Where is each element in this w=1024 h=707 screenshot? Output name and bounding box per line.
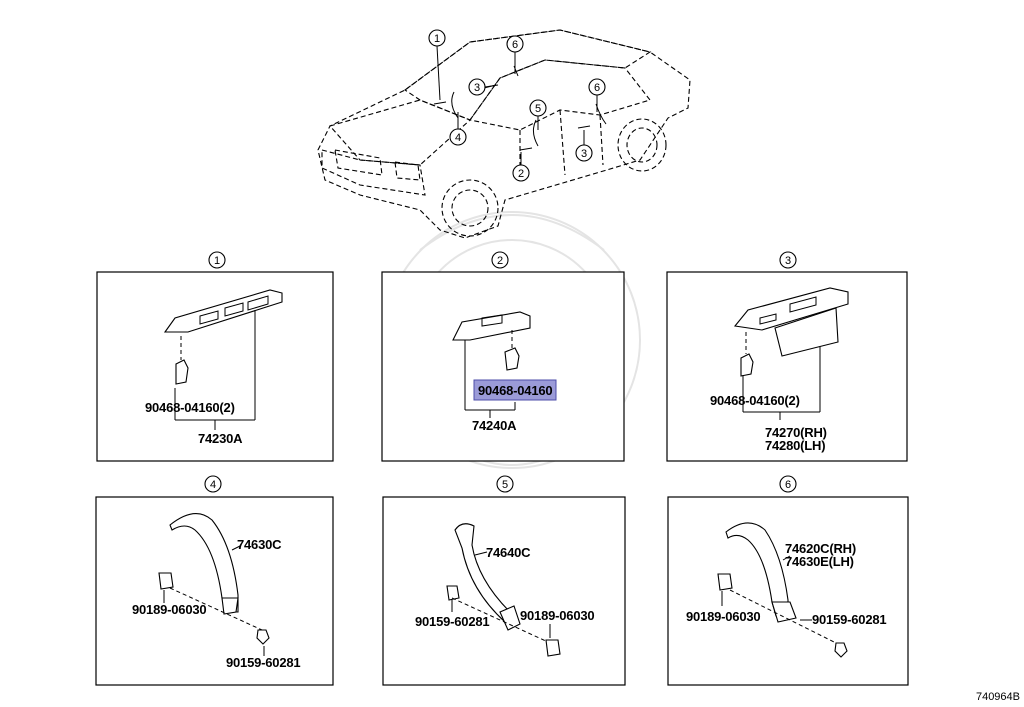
part-label-74640c[interactable]: 74640C bbox=[486, 545, 531, 560]
clip-icon bbox=[158, 572, 174, 590]
part-label-74280-lh[interactable]: 74280(LH) bbox=[765, 438, 826, 453]
clip-icon bbox=[740, 353, 754, 377]
part-label-74230a[interactable]: 74230A bbox=[198, 431, 243, 446]
part-label-90159-60281[interactable]: 90159-60281 bbox=[226, 655, 301, 670]
svg-text:2: 2 bbox=[518, 168, 524, 180]
part-label-90189-06030[interactable]: 90189-06030 bbox=[520, 608, 595, 623]
part-label-74630e-lh[interactable]: 74630E(LH) bbox=[785, 554, 854, 569]
window-switch-rear bbox=[733, 287, 849, 331]
part-label-90189-06030[interactable]: 90189-06030 bbox=[686, 609, 761, 624]
callout-4: 4 bbox=[449, 112, 467, 146]
callout-3-front: 3 bbox=[468, 78, 499, 96]
panel-5: 5 74640C 90159-60281 90189-06030 bbox=[382, 475, 626, 686]
svg-text:3: 3 bbox=[474, 82, 480, 94]
part-label-74240a[interactable]: 74240A bbox=[472, 418, 517, 433]
callout-6-front: 6 bbox=[506, 35, 524, 74]
screw-icon bbox=[834, 642, 848, 658]
svg-text:5: 5 bbox=[535, 103, 541, 115]
callout-1: 1 bbox=[428, 29, 446, 101]
svg-text:2: 2 bbox=[497, 255, 503, 267]
svg-text:1: 1 bbox=[434, 33, 440, 45]
car-overview: 1 6 3 5 6 4 2 bbox=[317, 29, 691, 239]
part-label-90468-04160[interactable]: 90468-04160(2) bbox=[710, 393, 800, 408]
clip-icon bbox=[717, 573, 733, 591]
panel-4: 4 74630C 90189-06030 90159-60281 bbox=[95, 475, 334, 686]
svg-text:4: 4 bbox=[210, 479, 216, 491]
clip-icon bbox=[545, 639, 561, 657]
callout-2: 2 bbox=[512, 152, 530, 182]
svg-text:5: 5 bbox=[502, 479, 508, 491]
callout-3-rear: 3 bbox=[575, 130, 593, 162]
svg-text:1: 1 bbox=[214, 255, 220, 267]
part-label-74630c[interactable]: 74630C bbox=[237, 537, 282, 552]
assist-grip-handle bbox=[454, 523, 511, 623]
panel-3: 3 90468-04160(2) 74270(RH) 74280(LH) bbox=[666, 251, 908, 462]
clip-icon bbox=[504, 347, 520, 371]
part-label-90189-06030[interactable]: 90189-06030 bbox=[132, 602, 207, 617]
svg-text:3: 3 bbox=[581, 148, 587, 160]
part-label-90468-04160[interactable]: 90468-04160(2) bbox=[145, 400, 235, 415]
callout-5: 5 bbox=[529, 99, 547, 130]
clip-icon bbox=[175, 359, 189, 385]
svg-text:3: 3 bbox=[785, 255, 791, 267]
svg-text:6: 6 bbox=[785, 479, 791, 491]
part-label-74620c-rh[interactable]: 74620C(RH) bbox=[785, 541, 856, 556]
highlighted-part-box bbox=[473, 379, 557, 401]
part-label-90159-60281[interactable]: 90159-60281 bbox=[812, 612, 887, 627]
screw-icon bbox=[256, 629, 270, 645]
svg-text:6: 6 bbox=[512, 39, 518, 51]
part-label-90468-04160-highlighted[interactable]: 90468-04160 bbox=[478, 383, 553, 398]
svg-text:4: 4 bbox=[455, 132, 461, 144]
part-label-74270-rh[interactable]: 74270(RH) bbox=[765, 425, 827, 440]
callout-6-rear: 6 bbox=[588, 78, 606, 112]
panel-6: 6 74620C(RH) 74630E(LH) 90189-06030 9015… bbox=[667, 475, 909, 686]
diagram-id: 740964B bbox=[976, 691, 1020, 703]
panel-2: 2 90468-04160 74240A bbox=[381, 251, 625, 462]
svg-text:6: 6 bbox=[594, 82, 600, 94]
part-label-90159-60281[interactable]: 90159-60281 bbox=[415, 614, 490, 629]
window-switch-front-passenger bbox=[452, 311, 531, 341]
panel-1: 1 90468-04160(2) 74230A bbox=[96, 251, 334, 462]
screw-icon bbox=[446, 585, 460, 601]
